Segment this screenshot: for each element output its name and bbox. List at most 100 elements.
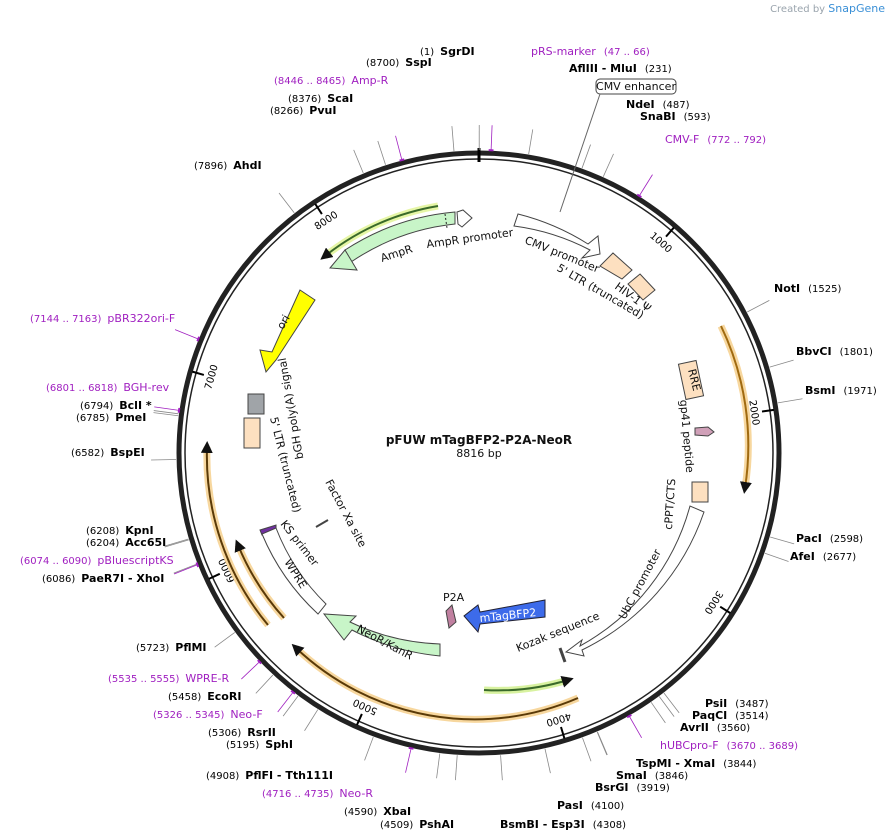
p2a-mark[interactable] <box>445 604 457 629</box>
enzyme-leader-21 <box>282 695 299 717</box>
orf-bottom-highlight <box>293 645 580 723</box>
enzyme-leader-27 <box>597 731 608 756</box>
rre-box[interactable] <box>677 359 705 401</box>
factor-xa-label: Factor Xa site <box>322 477 369 549</box>
enzyme-leader-32 <box>455 755 458 781</box>
enzyme-labels: (1)SgrDI (8700)SspI AflIII - MluI(231) (… <box>42 45 877 831</box>
enzyme-leader-33 <box>500 755 503 781</box>
primer-site-7 <box>290 689 296 695</box>
ltr5-top-box[interactable] <box>599 252 633 280</box>
svg-text:(4716 .. 4735)Neo-R: (4716 .. 4735)Neo-R <box>262 787 373 800</box>
ltr5-left-box[interactable] <box>243 417 261 449</box>
svg-text:(7896)AhdI: (7896)AhdI <box>194 159 262 172</box>
cppt-label: cPPT/CTS <box>662 478 679 530</box>
svg-text:(6204)Acc65I: (6204)Acc65I <box>86 536 166 549</box>
gp41-label: gp41 peptide <box>677 399 696 473</box>
hiv-psi-box[interactable] <box>627 273 656 301</box>
enzyme-leader-7 <box>278 192 295 214</box>
svg-text:(5723)PflMI: (5723)PflMI <box>136 641 207 654</box>
enzyme-leader-30 <box>544 748 551 774</box>
orf-left1-arc <box>200 441 269 626</box>
svg-text:PsiI(3487): PsiI(3487) <box>705 697 769 710</box>
features <box>200 202 752 723</box>
ori-label: ori <box>274 313 292 332</box>
primer-site-6 <box>257 659 262 665</box>
cmv-enhancer-label: CMV enhancer <box>596 80 676 93</box>
svg-text:AfeI(2677): AfeI(2677) <box>790 550 856 563</box>
enzyme-leader-9 <box>769 359 794 368</box>
primer-site-5 <box>195 562 200 568</box>
gp41-arrow[interactable] <box>694 426 715 437</box>
svg-text:(8446 .. 8465)Amp-R: (8446 .. 8465)Amp-R <box>274 74 389 87</box>
mtagbfp2-arrow[interactable] <box>463 599 546 634</box>
ori-arrow[interactable] <box>259 289 316 374</box>
svg-text:(6074 .. 6090)pBluescriptKS: (6074 .. 6090)pBluescriptKS <box>20 554 174 567</box>
svg-text:(5326 .. 5345)Neo-F: (5326 .. 5345)Neo-F <box>153 708 263 721</box>
enzyme-leader-15 <box>764 552 789 562</box>
cmv-enhancer-box <box>595 78 677 95</box>
orf-right-highlight <box>717 324 752 489</box>
svg-text:AvrII(3560): AvrII(3560) <box>680 721 750 734</box>
label-leaders <box>151 124 803 781</box>
tick-label-8000: 8000 <box>313 210 340 233</box>
primer-labels: pRS-marker(47 .. 66) (8446 .. 8465)Amp-R… <box>20 45 798 800</box>
bgh-box[interactable] <box>247 393 265 415</box>
cmv-promoter-arrow[interactable] <box>513 213 601 259</box>
svg-text:(4590)XbaI: (4590)XbaI <box>344 805 411 818</box>
tick-label-4000: 4000 <box>545 710 573 728</box>
orf-left2-arc <box>234 539 285 619</box>
tick-2000 <box>761 408 775 413</box>
cmv-enhancer-leader <box>559 93 601 213</box>
svg-text:hUBCpro-F(3670 .. 3689): hUBCpro-F(3670 .. 3689) <box>660 739 798 752</box>
ampr-label: AmpR <box>379 242 415 265</box>
factor-xa-mark <box>315 519 329 528</box>
mtagbfp2-label: mTagBFP2 <box>479 606 537 625</box>
svg-text:pRS-marker(47 .. 66): pRS-marker(47 .. 66) <box>531 45 650 58</box>
enzyme-leader-31 <box>436 753 441 779</box>
svg-text:(6086)PaeR7I - XhoI: (6086)PaeR7I - XhoI <box>42 572 164 585</box>
svg-text:BbvCI(1801): BbvCI(1801) <box>796 345 873 358</box>
enzyme-leader-28 <box>596 731 608 756</box>
svg-text:(8376)ScaI: (8376)ScaI <box>288 92 353 105</box>
svg-text:(6208)KpnI: (6208)KpnI <box>86 524 154 537</box>
cppt-box[interactable] <box>691 481 709 503</box>
svg-text:PaqCI(3514): PaqCI(3514) <box>692 709 769 722</box>
svg-text:NdeI(487): NdeI(487) <box>626 98 690 111</box>
wpre-box[interactable] <box>261 527 327 615</box>
primer-site-9 <box>626 714 632 719</box>
enzyme-leader-26 <box>650 702 666 724</box>
enzyme-leader-10 <box>777 398 803 404</box>
svg-text:(5195)SphI: (5195)SphI <box>226 738 293 751</box>
enzyme-leader-24 <box>663 692 680 714</box>
enzyme-leader-14 <box>770 536 795 545</box>
svg-text:(1)SgrDI: (1)SgrDI <box>420 45 475 58</box>
neor-arrow[interactable] <box>322 613 441 657</box>
primer-site-3 <box>196 336 201 342</box>
enzyme-leader-12 <box>153 412 179 417</box>
enzyme-leader-1 <box>451 126 455 152</box>
enzyme-leader-8 <box>747 300 770 313</box>
enzyme-leader-4 <box>353 149 364 174</box>
ubc-promoter-arrow[interactable] <box>564 505 705 657</box>
brand-prefix: Created by <box>770 4 826 15</box>
svg-text:(4908)PflFI - Tth111I: (4908)PflFI - Tth111I <box>206 769 333 782</box>
ampr-promoter-arrow[interactable] <box>456 209 473 228</box>
svg-text:SmaI(3846): SmaI(3846) <box>616 769 688 782</box>
rre-label: RRE <box>685 368 703 393</box>
orf-right-arc <box>720 325 752 494</box>
orf-green-arc <box>483 676 574 692</box>
tick-label-1000: 1000 <box>647 231 673 256</box>
svg-text:PasI(4100): PasI(4100) <box>557 799 624 812</box>
orf-bottom-arc <box>291 643 579 721</box>
svg-text:BsmI(1971): BsmI(1971) <box>805 384 877 397</box>
svg-text:CMV-F(772 .. 792): CMV-F(772 .. 792) <box>665 133 766 146</box>
svg-text:(6801 .. 6818)BGH-rev: (6801 .. 6818)BGH-rev <box>46 381 170 394</box>
enzyme-leader-19 <box>214 632 236 648</box>
svg-text:BsrGI(3919): BsrGI(3919) <box>595 781 670 794</box>
ampr-arrowhead <box>328 249 358 271</box>
svg-text:AflIII - MluI(231): AflIII - MluI(231) <box>569 62 672 75</box>
primer-leader-3 <box>174 329 199 340</box>
enzyme-leader-25 <box>658 696 675 717</box>
enzyme-leader-13 <box>151 459 177 461</box>
